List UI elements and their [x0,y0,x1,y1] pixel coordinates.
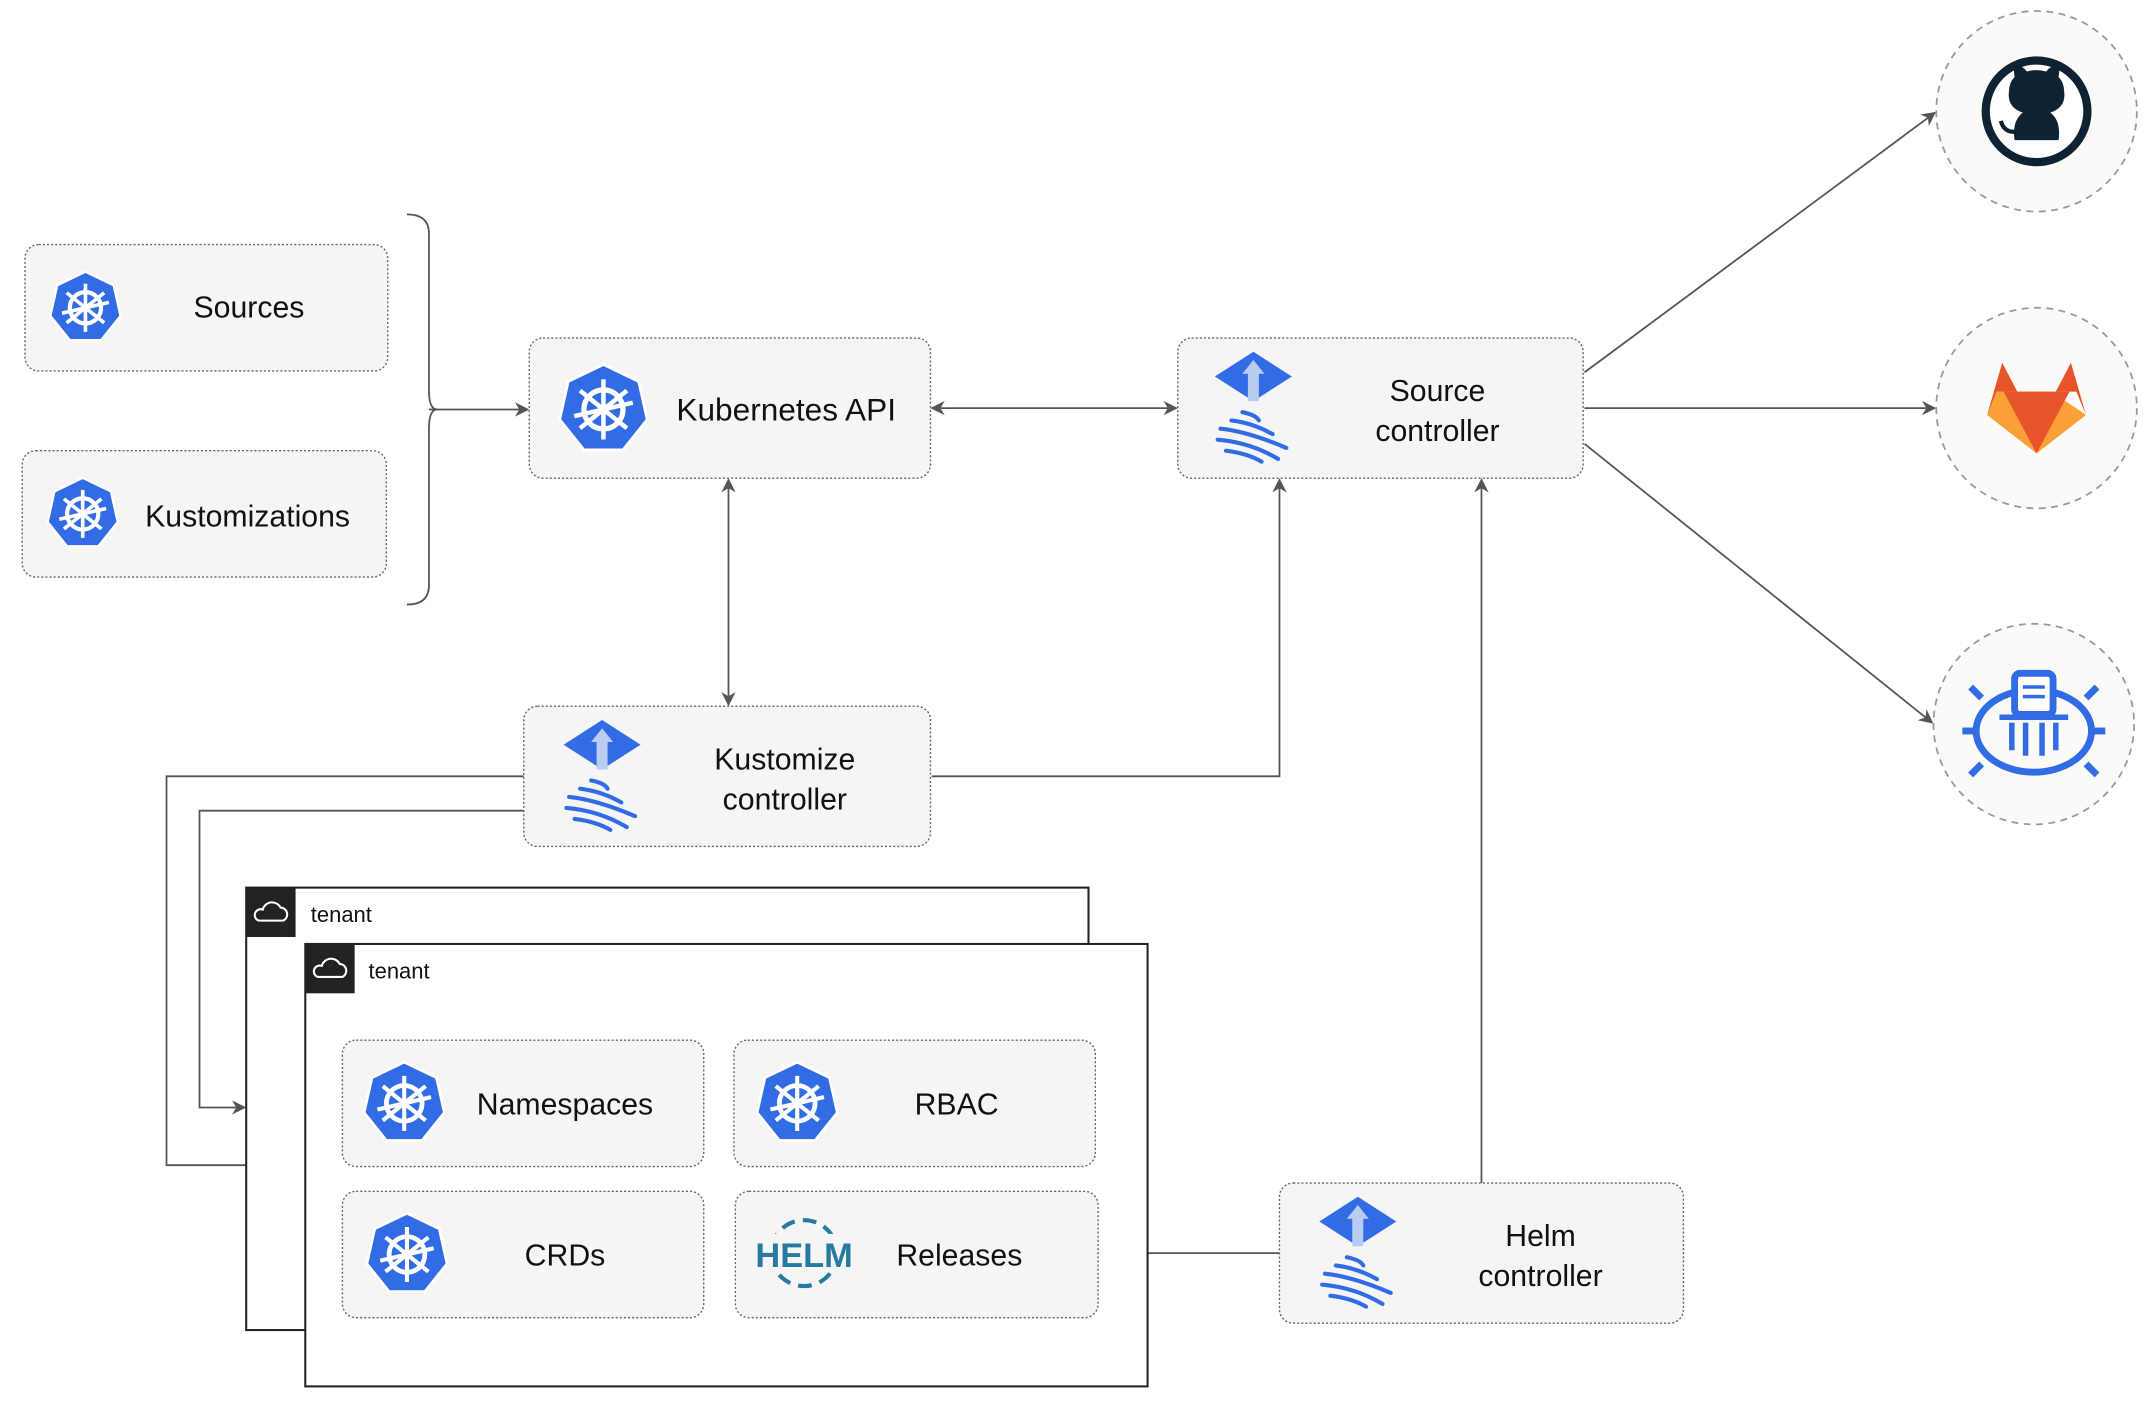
node-sources[interactable]: Sources [24,243,389,372]
node-kubernetes-api[interactable]: Kubernetes API [528,337,932,479]
node-helm-controller[interactable]: Helm controller [1278,1182,1685,1324]
edge-source-to-helm-repo [1583,443,1934,724]
node-label-line1: Helm [1505,1220,1576,1253]
external-helm-repo[interactable] [1932,622,2136,826]
node-label: Releases [896,1239,1022,1272]
node-namespaces[interactable]: Namespaces [341,1039,705,1168]
node-label-line1: Source [1390,375,1486,408]
cloud-icon [305,943,355,994]
node-crds[interactable]: CRDs [341,1190,705,1319]
node-kustomizations[interactable]: Kustomizations [21,449,388,578]
tenant-label: tenant [369,958,430,983]
node-releases[interactable]: HELM Releases [734,1190,1099,1319]
node-label: Kubernetes API [676,391,896,427]
edge-kustomize-to-tenant-back [198,809,524,1115]
helm-icon: HELM [755,1218,853,1289]
external-github[interactable] [1935,10,2138,213]
node-label-line1: Kustomize [714,743,855,776]
node-label: Sources [194,291,305,324]
node-label: RBAC [915,1088,999,1121]
tenant-label: tenant [311,902,372,927]
node-label: CRDs [525,1239,606,1272]
node-label-line2: controller [1375,415,1499,448]
node-source-controller[interactable]: Source controller [1177,337,1584,479]
external-gitlab[interactable] [1935,306,2138,510]
node-label-line2: controller [723,783,847,816]
node-label-line2: controller [1478,1260,1602,1293]
helm-chart-repo-icon [1962,669,2106,778]
node-kustomize-controller[interactable]: Kustomize controller [523,705,932,848]
node-label: Kustomizations [145,500,350,533]
node-rbac[interactable]: RBAC [733,1039,1097,1168]
cloud-icon [246,887,296,938]
node-label: Namespaces [477,1088,653,1121]
edge-source-to-github [1583,111,1937,374]
edge-kustomize-to-tenant-front [165,775,524,1173]
github-icon [1981,56,2092,167]
edge-kustomize-to-source [931,478,1287,778]
svg-text:HELM: HELM [755,1237,852,1275]
gitlab-icon [1987,362,2087,454]
